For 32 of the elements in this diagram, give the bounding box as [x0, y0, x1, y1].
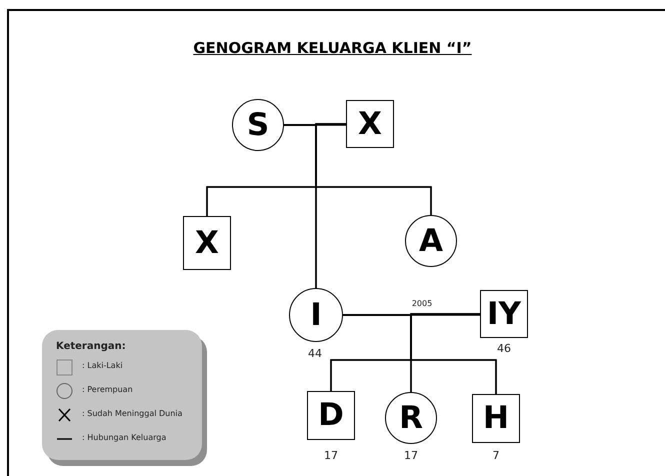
legend-text: : Perempuan: [82, 385, 133, 394]
person-initial: I: [310, 300, 322, 330]
age-label: 17: [324, 449, 338, 462]
person-initial: H: [483, 403, 509, 434]
person-initial: R: [399, 402, 423, 434]
relation-line: [315, 123, 432, 215]
male-square: [480, 290, 528, 338]
person-initial: D: [318, 400, 344, 431]
male-square: [307, 391, 355, 440]
edge-label: 2005: [412, 299, 432, 308]
person-initial: X: [195, 228, 219, 258]
legend-text: : Laki-Laki: [82, 361, 123, 370]
legend-heading: Keterangan:: [56, 341, 126, 352]
legend-text: : Sudah Meninggal Dunia: [82, 409, 182, 418]
person-initial: IY: [487, 298, 521, 330]
age-label: 44: [308, 347, 322, 360]
female-circle: [289, 288, 343, 342]
age-label: 7: [492, 449, 500, 462]
age-label: 17: [404, 449, 418, 462]
person-initial: A: [419, 226, 443, 256]
legend-text: : Hubungan Keluarga: [82, 433, 166, 442]
female-circle: [232, 99, 284, 151]
person-initial: S: [246, 110, 270, 140]
male-square: [183, 216, 231, 270]
title: GENOGRAM KELUARGA KLIEN “I”: [193, 39, 472, 57]
age-label: 46: [497, 342, 511, 355]
relation-line: [410, 313, 497, 394]
person-initial: X: [358, 108, 382, 140]
male-square: [346, 100, 394, 148]
female-circle: [405, 215, 457, 267]
female-circle: [385, 392, 437, 444]
male-square: [472, 394, 520, 443]
